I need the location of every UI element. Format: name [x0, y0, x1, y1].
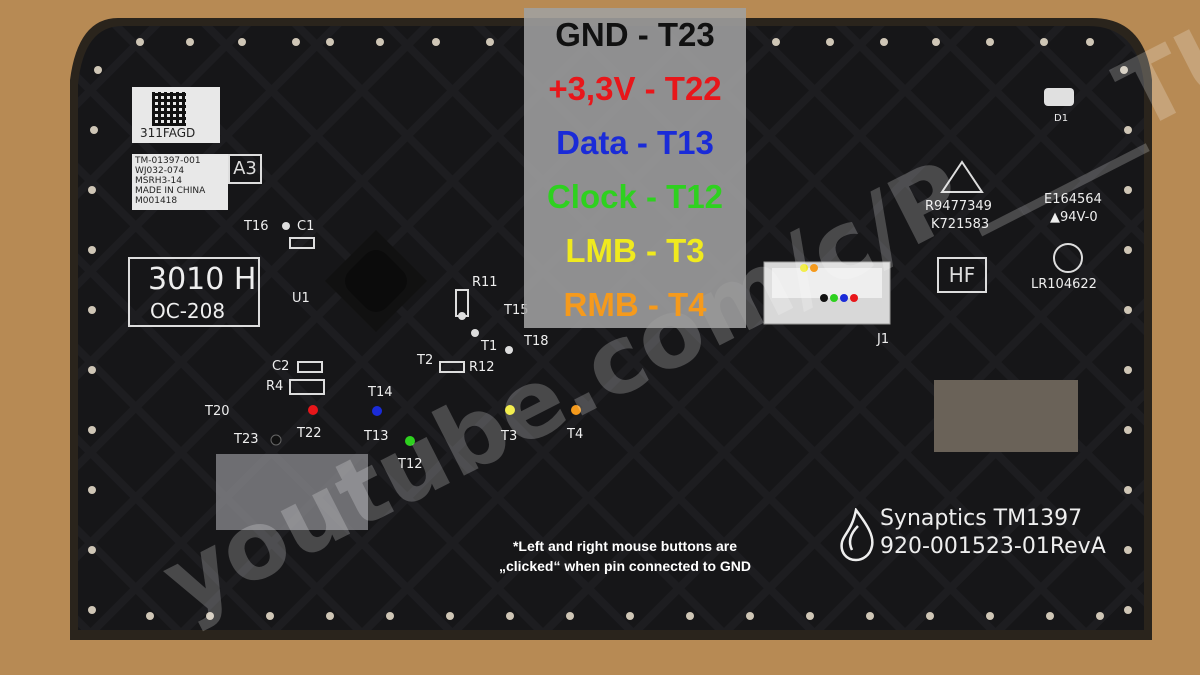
date-code-1: 3010 H: [148, 262, 257, 297]
pad-t3: [505, 405, 515, 415]
legend-clock: Clock - T12: [546, 178, 724, 215]
label-c2: C2: [272, 359, 290, 374]
pad-t22: [308, 405, 318, 415]
silk-cert-5: LR104622: [1031, 277, 1097, 292]
label-t2: T2: [417, 353, 434, 368]
label-t3: T3: [501, 429, 518, 444]
label-t14: T14: [368, 385, 393, 400]
legend-vcc: +3,3V - T22: [548, 70, 722, 107]
sticker-line: MADE IN CHINA: [135, 186, 206, 196]
silk-a3: A3: [228, 154, 262, 184]
legend-gnd: GND - T23: [555, 16, 715, 53]
label-t13: T13: [364, 429, 389, 444]
label-c1: C1: [297, 219, 315, 234]
label-r11: R11: [472, 275, 498, 290]
pad-t23: [270, 434, 282, 446]
j1-pin-lmb: [800, 264, 808, 272]
date-code-box: 3010 H OC-208: [128, 257, 260, 327]
part-number: 920-001523-01RevA: [880, 534, 1106, 559]
silk-cert-1: R9477349: [925, 199, 992, 214]
label-sticker: TM-01397-001 WJ032-074 MSRH3-14 MADE IN …: [132, 154, 228, 210]
label-u1: U1: [292, 291, 310, 306]
legend-data: Data - T13: [556, 124, 714, 161]
label-t1: T1: [481, 339, 498, 354]
label-t4: T4: [567, 427, 584, 442]
pinout-legend: GND - T23 +3,3V - T22 Data - T13 Clock -…: [524, 8, 746, 328]
j1-pin-gnd: [820, 294, 828, 302]
label-t20: T20: [205, 404, 230, 419]
j1-pin-vcc: [850, 294, 858, 302]
pad-t13: [372, 406, 382, 416]
silk-cert-3: E164564: [1044, 192, 1102, 207]
label-r12: R12: [469, 360, 495, 375]
footnote: *Left and right mouse buttons are „click…: [460, 536, 790, 576]
pad-t12: [405, 436, 415, 446]
j1-pin-data: [840, 294, 848, 302]
pad-t16: [282, 222, 290, 230]
led-d1: [1044, 88, 1074, 106]
footnote-line-1: *Left and right mouse buttons are: [512, 538, 737, 554]
sticker-line: M001418: [135, 196, 178, 206]
label-t16: T16: [244, 219, 269, 234]
label-d1: D1: [1054, 113, 1069, 124]
silk-hf: HF: [937, 257, 987, 293]
label-t23: T23: [234, 432, 259, 447]
silk-cert-2: K721583: [931, 217, 990, 232]
label-t22: T22: [297, 426, 322, 441]
label-t15: T15: [504, 303, 529, 318]
brand-label: Synaptics TM1397: [880, 506, 1083, 531]
synaptics-logo-icon: [840, 508, 874, 562]
date-code-2: OC-208: [150, 299, 226, 323]
label-t12: T12: [398, 457, 423, 472]
datamatrix-code: [152, 92, 186, 126]
silk-cert-4: ▲94V-0: [1050, 210, 1098, 225]
footnote-line-2: „clicked“ when pin connected to GND: [498, 558, 752, 574]
label-r4: R4: [266, 379, 284, 394]
sticker-line: WJ032-074: [135, 166, 185, 176]
tape-patch: [216, 454, 368, 530]
j1-pin-rmb: [810, 264, 818, 272]
sticker-line: MSRH3-14: [135, 176, 182, 186]
legend-rmb: RMB - T4: [563, 286, 707, 323]
test-pad-right: [934, 380, 1078, 452]
j1-pin-clock: [830, 294, 838, 302]
via-row-top: [88, 38, 1132, 620]
legend-lmb: LMB - T3: [565, 232, 705, 269]
pad-t4: [571, 405, 581, 415]
label-t18: T18: [524, 334, 549, 349]
sticker-code: 311FAGD: [140, 126, 196, 140]
sticker-line: TM-01397-001: [135, 156, 201, 166]
label-j1: J1: [877, 332, 890, 347]
